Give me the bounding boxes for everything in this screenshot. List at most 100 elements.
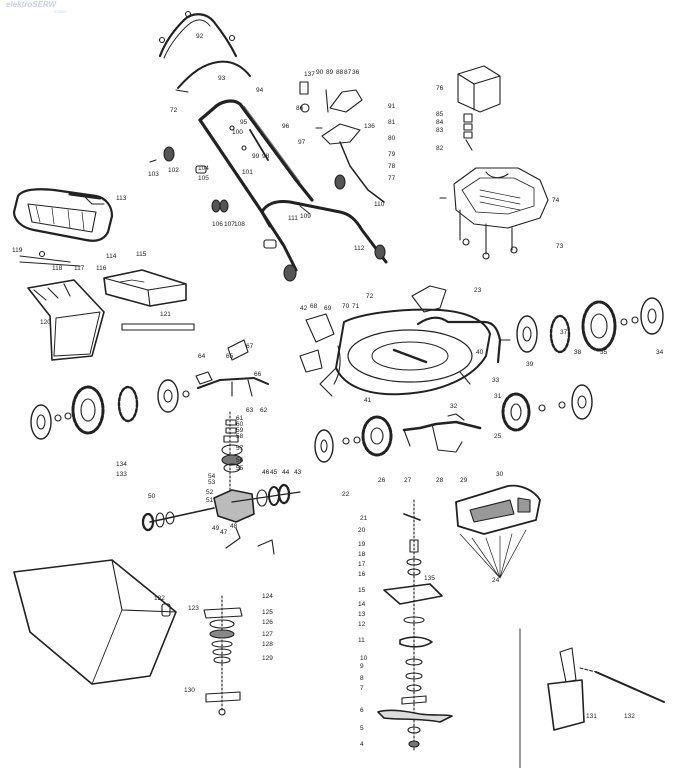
callout-label-49: 49 [212, 525, 220, 532]
callout-label-6: 6 [360, 707, 364, 714]
callout-label-12: 12 [358, 621, 366, 628]
callout-label-24: 24 [492, 577, 500, 584]
callout-label-127: 127 [262, 631, 273, 638]
brand-logo: elektroSERW KONIN [2, 0, 74, 14]
callout-label-94: 94 [256, 87, 264, 94]
callout-label-83: 83 [436, 127, 444, 134]
mulch-plug-part [103, 269, 187, 307]
callout-label-64: 64 [198, 353, 206, 360]
callout-label-69: 69 [324, 305, 332, 312]
callout-label-11: 11 [358, 637, 365, 644]
callout-label-41: 41 [364, 397, 372, 404]
callout-label-9: 9 [360, 663, 364, 670]
callout-label-86: 86 [296, 105, 304, 112]
bail-bar-part [175, 60, 251, 93]
callout-label-96: 96 [282, 123, 290, 130]
callout-label-112: 112 [354, 245, 365, 252]
blade-stack-part [377, 499, 453, 751]
callout-label-19: 19 [358, 541, 366, 548]
callout-label-58: 58 [236, 433, 244, 440]
logo-text: elektroSERW [6, 0, 57, 9]
callout-label-128: 128 [262, 641, 273, 648]
callout-label-118: 118 [52, 265, 63, 272]
callout-label-108: 108 [234, 221, 245, 228]
callout-label-62: 62 [260, 407, 268, 414]
callout-label-80: 80 [388, 135, 396, 142]
callout-label-77: 77 [388, 175, 396, 182]
callout-label-16: 16 [358, 571, 366, 578]
rear-wheels-right [501, 384, 593, 432]
side-cover-part [455, 484, 541, 579]
callout-label-81: 81 [388, 119, 396, 126]
callout-label-126: 126 [262, 619, 273, 626]
callout-label-48: 48 [230, 523, 238, 530]
callout-label-134: 134 [116, 461, 127, 468]
callout-label-110: 110 [374, 201, 385, 208]
callout-label-5: 5 [360, 725, 364, 732]
callout-label-42: 42 [300, 305, 308, 312]
callout-label-50: 50 [148, 493, 156, 500]
knob-parts [149, 146, 386, 282]
callout-label-51: 51 [206, 497, 214, 504]
callout-label-104: 104 [198, 165, 209, 172]
callout-label-63: 63 [246, 407, 254, 414]
callout-label-82: 82 [436, 145, 444, 152]
callout-label-67: 67 [246, 343, 254, 350]
callout-label-98: 98 [262, 153, 270, 160]
front-axle-part [195, 339, 269, 397]
rear-flap-part [299, 285, 447, 385]
callout-label-136: 136 [364, 123, 375, 130]
callout-label-40: 40 [476, 349, 484, 356]
callout-label-22: 22 [342, 491, 350, 498]
fuel-tank-part [457, 65, 501, 151]
rear-wheels-left [314, 415, 393, 463]
callout-label-29: 29 [460, 477, 468, 484]
callout-label-103: 103 [148, 171, 159, 178]
callout-label-122: 122 [154, 595, 165, 602]
callout-label-78: 78 [388, 163, 396, 170]
callout-label-130: 130 [184, 687, 195, 694]
callout-label-8: 8 [360, 675, 364, 682]
callout-label-124: 124 [262, 593, 273, 600]
callout-label-74: 74 [552, 197, 560, 204]
callout-label-84: 84 [436, 119, 444, 126]
callout-label-89: 89 [326, 69, 334, 76]
callout-label-31: 31 [494, 393, 502, 400]
callout-label-73: 73 [556, 243, 564, 250]
callout-label-14: 14 [358, 601, 366, 608]
callout-label-10: 10 [360, 655, 368, 662]
callout-label-4: 4 [360, 741, 364, 748]
callout-label-36: 36 [352, 69, 360, 76]
callout-label-85: 85 [436, 111, 444, 118]
callout-label-76: 76 [436, 85, 444, 92]
callout-label-35: 35 [600, 349, 608, 356]
callout-label-20: 20 [358, 527, 366, 534]
callout-label-71: 71 [352, 303, 360, 310]
catcher-frame-part [12, 188, 114, 267]
tool-inset-part [519, 627, 677, 769]
callout-label-120: 120 [40, 319, 51, 326]
callout-label-70: 70 [342, 303, 350, 310]
callout-label-105: 105 [198, 175, 209, 182]
gearbox-part [141, 411, 301, 555]
callout-label-34: 34 [656, 349, 664, 356]
catcher-rear-part [27, 279, 105, 361]
callout-label-47: 47 [220, 529, 228, 536]
callout-label-27: 27 [404, 477, 412, 484]
callout-label-90: 90 [316, 69, 324, 76]
shaft-stack-left-part [203, 595, 243, 716]
callout-label-113: 113 [116, 195, 127, 202]
top-handle-part [158, 10, 238, 59]
callout-label-87: 87 [344, 69, 352, 76]
callout-label-129: 129 [262, 655, 273, 662]
callout-label-32: 32 [450, 403, 458, 410]
callout-label-123: 123 [188, 605, 199, 612]
callout-label-95: 95 [240, 119, 248, 126]
callout-label-131: 131 [586, 713, 597, 720]
callout-label-28: 28 [436, 477, 444, 484]
lower-handle-part [260, 200, 388, 272]
mower-deck-part [319, 308, 491, 397]
callout-label-132: 132 [624, 713, 635, 720]
